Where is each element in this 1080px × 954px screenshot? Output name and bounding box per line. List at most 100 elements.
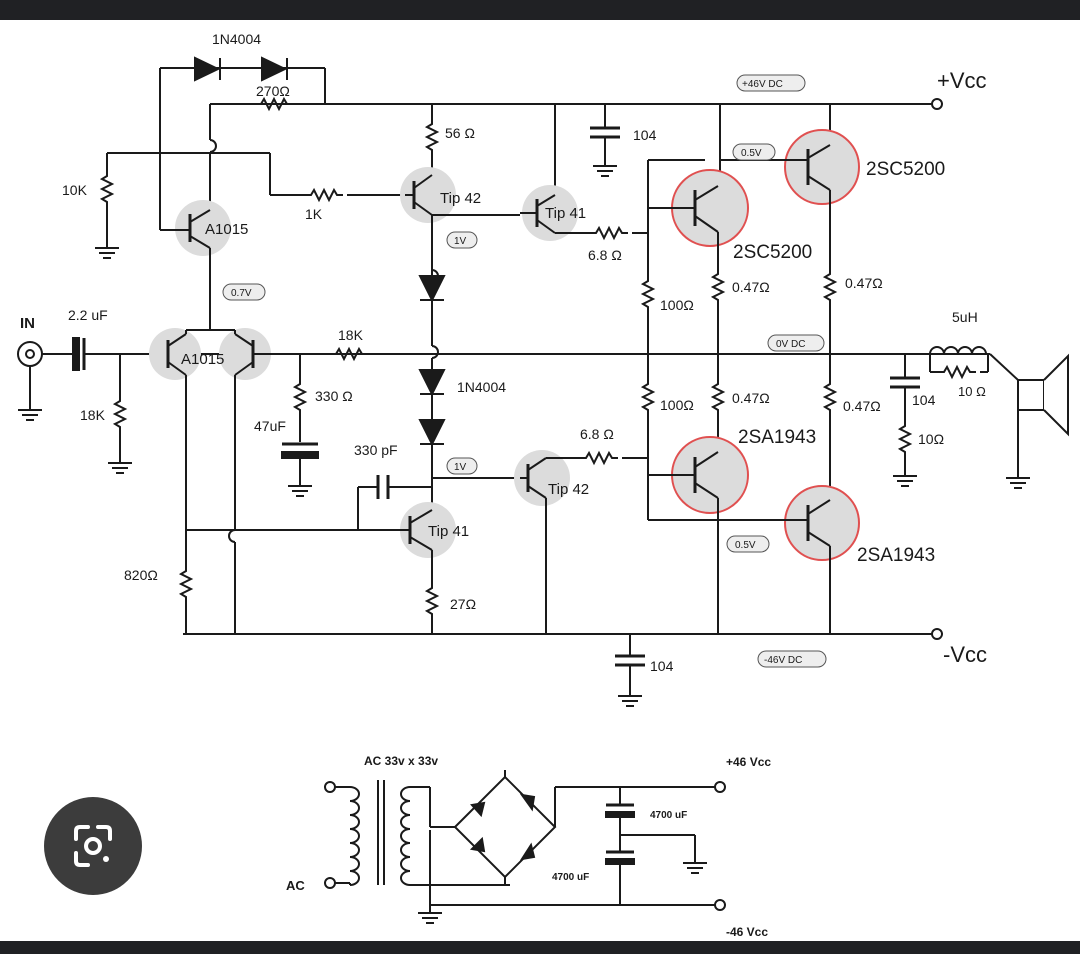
label-ac-rating: AC 33v x 33v [364, 754, 438, 768]
label-820: 820Ω [124, 567, 158, 583]
ground-icon [1005, 469, 1031, 489]
resistor-56 [426, 117, 438, 157]
resistor-100-b [642, 377, 654, 417]
label-2.2uf: 2.2 uF [68, 307, 108, 323]
resistor-100-a [642, 274, 654, 314]
resistor-18k-input [114, 394, 126, 434]
amplifier-schematic: 1N4004 270Ω 56 Ω 104 +46V DC +Vcc 10K A1… [17, 31, 1069, 939]
label-tip42-bottom: Tip 42 [548, 481, 589, 498]
label-1n4004-top: 1N4004 [212, 31, 261, 47]
transformer-secondary [400, 786, 411, 886]
top-status-bar [0, 0, 1080, 20]
badge-0.7v: 0.7V [231, 288, 252, 299]
badge-46v-pos: +46V DC [742, 79, 783, 90]
diode-1n4004-top-b [261, 56, 288, 82]
ground-icon [287, 477, 313, 497]
label-a1015-top: A1015 [205, 221, 248, 238]
label-10-zobel: 10Ω [918, 431, 944, 447]
transistor-a1015-diff-a [149, 328, 201, 380]
badge-1v-bottom: 1V [454, 462, 467, 473]
ground-icon [17, 401, 43, 421]
label-6.8-top: 6.8 Ω [588, 247, 622, 263]
label-2sa1943-output: 2SA1943 [857, 545, 935, 566]
label-0.47-b: 0.47Ω [845, 275, 883, 291]
resistor-330 [294, 377, 306, 417]
inductor-5uh [929, 346, 987, 355]
label-270: 270Ω [256, 83, 290, 99]
label-2sc5200-driver: 2SC5200 [733, 242, 812, 263]
label-tip41-bottom: Tip 41 [428, 523, 469, 540]
diode-1n4004-top-a [194, 56, 221, 82]
label-104-bottom: 104 [650, 658, 674, 674]
badge-46v-neg: -46V DC [764, 655, 802, 666]
label-47uf: 47uF [254, 418, 286, 434]
diode-bias-2 [418, 369, 446, 397]
label-tip41-top: Tip 41 [545, 205, 586, 222]
label-2sa1943-driver: 2SA1943 [738, 427, 816, 448]
label-4700uf-a: 4700 uF [650, 810, 687, 821]
resistor-820 [180, 564, 192, 604]
resistor-0.47-a [712, 267, 724, 307]
ground-icon [107, 454, 133, 474]
label-in: IN [20, 315, 35, 332]
transistor-2sa1943-output [784, 485, 860, 561]
ground-icon [892, 467, 918, 487]
badge-0v-dc: 0V DC [776, 339, 805, 350]
ground-icon [592, 157, 618, 177]
label-2sc5200-output: 2SC5200 [866, 159, 945, 180]
resistor-10-zobel [899, 419, 911, 459]
ground-icon [682, 854, 708, 874]
resistor-1k [304, 189, 344, 201]
label-10k: 10K [62, 182, 88, 198]
label-104-top: 104 [633, 127, 657, 143]
diode-bias-1 [418, 275, 446, 303]
ground-icon [94, 239, 120, 259]
label-vcc-neg: -Vcc [943, 642, 987, 667]
resistor-27 [426, 581, 438, 621]
label-18k-input: 18K [80, 407, 106, 423]
label-10-parallel: 10 Ω [958, 384, 986, 399]
label-0.47-d: 0.47Ω [843, 398, 881, 414]
label-vcc-pos: +Vcc [937, 68, 987, 93]
resistor-0.47-b [824, 267, 836, 307]
ground-icon [417, 904, 443, 924]
capacitor-47uf [281, 451, 319, 459]
transformer-primary [349, 786, 360, 886]
label-18k-feedback: 18K [338, 327, 364, 343]
transistor-2sc5200-output [784, 129, 860, 205]
capacitor-2.2uf [72, 337, 80, 371]
label-ac: AC [286, 878, 305, 893]
label-100-a: 100Ω [660, 297, 694, 313]
capacitor-4700uf-a [605, 811, 635, 818]
diode-bias-3 [418, 419, 446, 447]
label-6.8-bottom: 6.8 Ω [580, 426, 614, 442]
label-1n4004-mid: 1N4004 [457, 379, 506, 395]
resistor-6.8-bottom [579, 452, 619, 464]
label-tip42-top: Tip 42 [440, 190, 481, 207]
label-104-out: 104 [912, 392, 936, 408]
resistor-6.8-top [589, 227, 629, 239]
badge-0.5v-top: 0.5V [741, 148, 762, 159]
label-330: 330 Ω [315, 388, 353, 404]
resistor-0.47-d [824, 377, 836, 417]
schematic-image: 1N4004 270Ω 56 Ω 104 +46V DC +Vcc 10K A1… [0, 20, 1080, 941]
label-27: 27Ω [450, 596, 476, 612]
resistor-10-parallel [937, 366, 977, 378]
label-56: 56 Ω [445, 125, 475, 141]
label-a1015-diff: A1015 [181, 351, 224, 368]
transistor-a1015-diff-b [219, 328, 271, 380]
label-0.47-c: 0.47Ω [732, 390, 770, 406]
speaker-icon [1017, 379, 1045, 411]
google-lens-button[interactable] [44, 797, 142, 895]
label-46vcc-pos: +46 Vcc [726, 755, 771, 769]
label-1k: 1K [305, 206, 323, 222]
badge-0.5v-bottom: 0.5V [735, 540, 756, 551]
resistor-0.47-c [712, 377, 724, 417]
bottom-nav-bar [0, 941, 1080, 954]
label-46vcc-neg: -46 Vcc [726, 925, 768, 939]
transistor-tip41-bottom [400, 502, 456, 558]
label-100-b: 100Ω [660, 397, 694, 413]
label-0.47-a: 0.47Ω [732, 279, 770, 295]
bridge-rectifier [453, 775, 557, 879]
label-5uh: 5uH [952, 309, 978, 325]
